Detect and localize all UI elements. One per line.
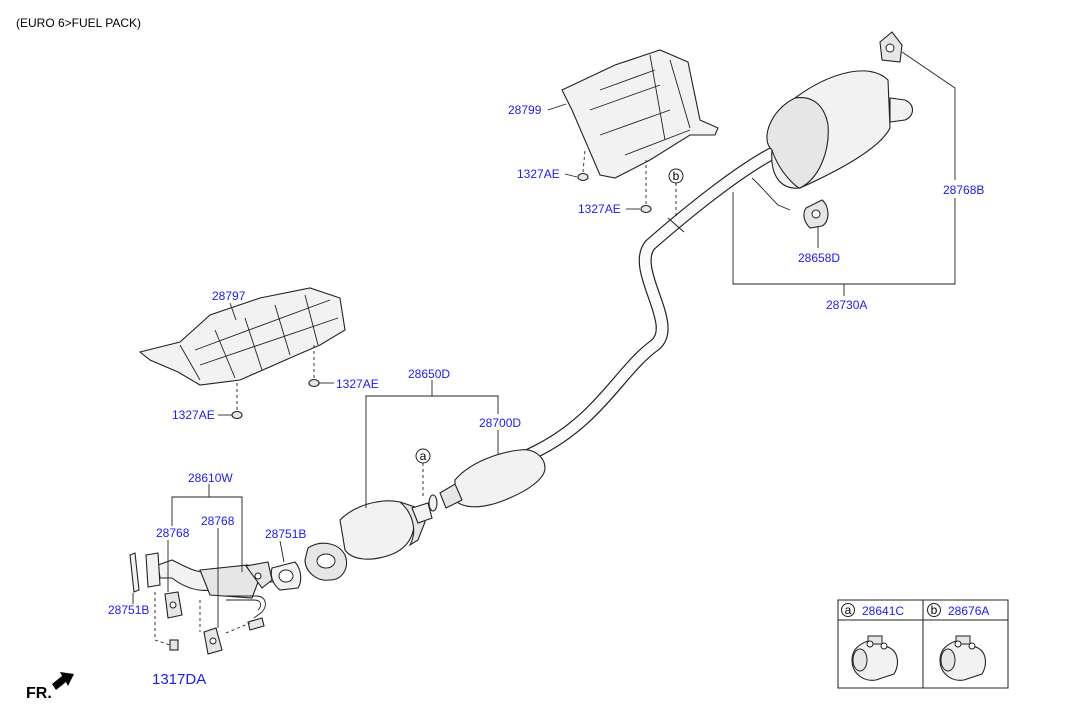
label-28610w: 28610W — [188, 471, 233, 485]
label-1327ae-3: 1327AE — [336, 377, 379, 391]
bolt-1317da — [169, 639, 179, 651]
label-28799: 28799 — [508, 103, 542, 117]
catalytic-converter — [304, 500, 433, 581]
pipe-clamp-icon — [939, 635, 987, 681]
label-1327ae-1: 1327AE — [517, 167, 560, 181]
rubber-hanger-28768b — [879, 31, 903, 63]
rubber-hanger-28768-right — [203, 627, 223, 655]
diagram-header: (EURO 6>FUEL PACK) — [16, 16, 142, 30]
center-pipe — [445, 145, 782, 500]
inset-cell-a: a 28641C — [841, 603, 904, 681]
label-1327ae-4: 1327AE — [172, 408, 215, 422]
callout-b: b — [668, 168, 684, 184]
gasket-28751b-right — [270, 561, 302, 591]
center-resonator — [428, 449, 546, 512]
label-28658d: 28658D — [798, 251, 840, 265]
label-1317da: 1317DA — [152, 671, 206, 688]
nut-1327ae-2 — [640, 204, 652, 214]
label-28768-1: 28768 — [156, 526, 190, 540]
nut-1327ae-3 — [308, 378, 320, 388]
gasket-28751b-left — [129, 552, 140, 593]
pipe-clamp-icon — [851, 635, 899, 681]
svg-text:a: a — [845, 603, 852, 617]
label-28768-2: 28768 — [201, 514, 235, 528]
svg-text:a: a — [420, 449, 427, 463]
svg-text:b: b — [931, 603, 938, 617]
front-direction-label: FR. — [26, 685, 52, 702]
heat-protector-28799 — [561, 49, 719, 179]
label-28730a: 28730A — [826, 298, 867, 312]
front-pipe — [145, 552, 278, 631]
inset-part-28676a: 28676A — [948, 604, 989, 618]
clamp-inset-table: a 28641C b 28676A — [837, 599, 1009, 689]
label-28751b-1: 28751B — [265, 527, 306, 541]
svg-text:b: b — [673, 169, 680, 183]
label-28650d: 28650D — [408, 367, 450, 381]
leader-lines — [132, 51, 956, 646]
front-direction-indicator: FR. — [26, 672, 74, 702]
heat-protector-28797 — [138, 287, 346, 386]
inset-part-28641c: 28641C — [862, 604, 904, 618]
rubber-hanger-28658d — [803, 199, 829, 229]
rubber-hanger-28768-left — [164, 591, 183, 619]
label-1327ae-2: 1327AE — [578, 202, 621, 216]
nut-1327ae-4 — [231, 410, 243, 420]
nut-1327ae-1 — [577, 172, 589, 182]
label-28797: 28797 — [212, 289, 246, 303]
front-arrow-icon — [52, 672, 74, 690]
rear-muffler — [751, 70, 914, 211]
label-28768b: 28768B — [943, 183, 984, 197]
inset-cell-b: b 28676A — [927, 603, 989, 681]
label-28751b-2: 28751B — [108, 603, 149, 617]
label-28700d: 28700D — [479, 416, 521, 430]
callout-a: a — [415, 448, 431, 464]
